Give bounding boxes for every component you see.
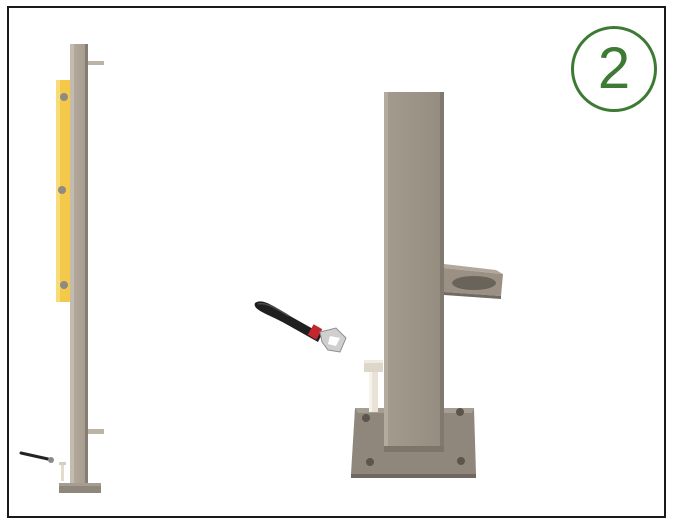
post-front-view [351,92,503,478]
plate-hole-top-right [456,408,464,416]
bracket-bolt-top [60,93,68,101]
plate-hole-top-left [362,414,370,422]
bracket-bolt-bottom [60,281,68,289]
adjustable-wrench [255,301,346,352]
bracket-bolt-middle [58,186,66,194]
mounting-lug [444,264,503,299]
lug-hole [452,276,496,290]
post-side-view [21,44,104,493]
side-stud-bottom [88,429,104,434]
plate-hole-bottom-right [457,457,465,465]
side-stud-top [88,61,104,65]
plate-hole-bottom-left [366,458,374,466]
side-wrench-icon [21,453,54,463]
step-number-badge: 2 [571,26,657,112]
side-bolt [61,464,64,481]
anchor-bolt [364,360,383,412]
